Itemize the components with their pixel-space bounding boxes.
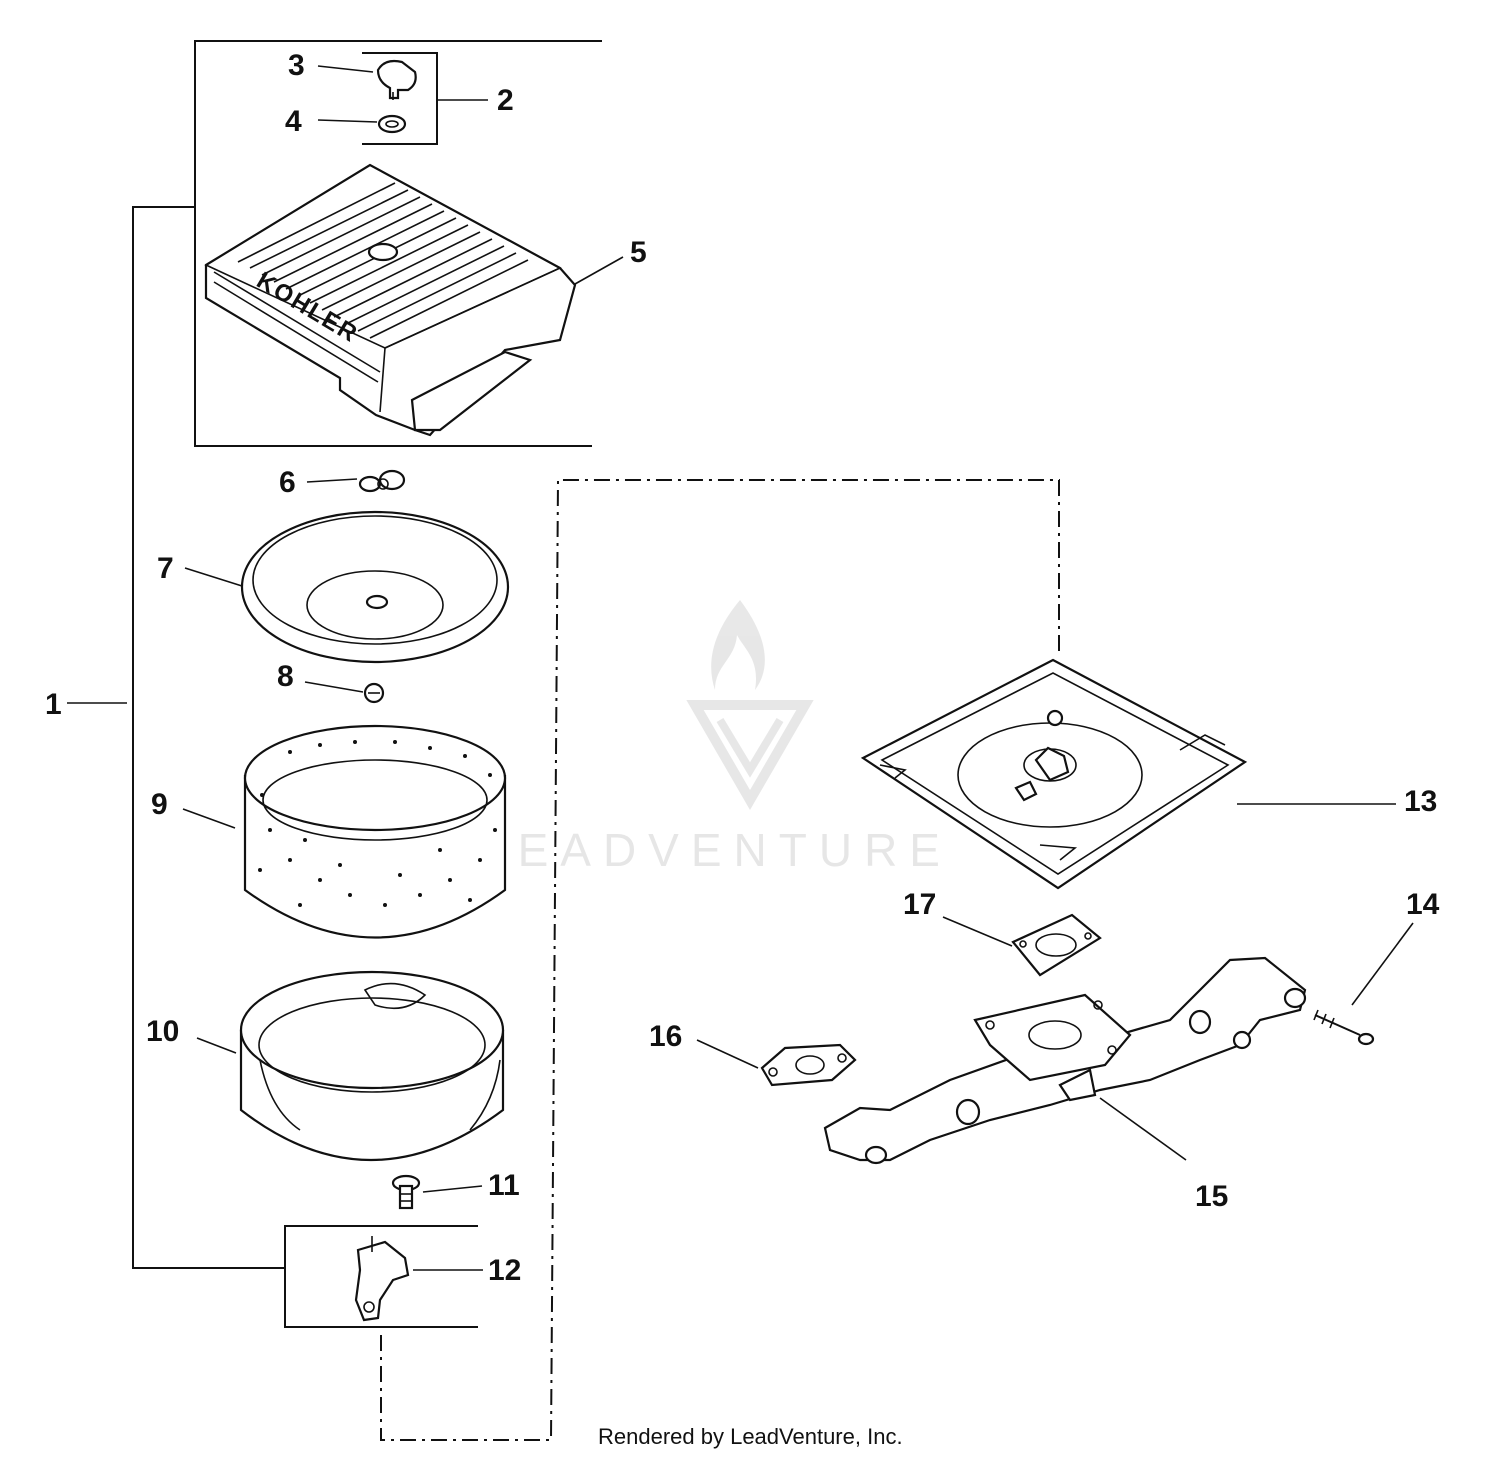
part-13-base-plate	[860, 658, 1248, 890]
callout-10: 10	[146, 1015, 179, 1048]
part-4-washer	[377, 114, 407, 134]
part-8-nut	[363, 682, 385, 704]
part-17-gasket	[1011, 913, 1102, 977]
precleaner-texture	[258, 740, 497, 907]
callout-15: 15	[1195, 1180, 1228, 1213]
callout-7: 7	[157, 552, 174, 585]
cover-ribs	[237, 182, 529, 339]
assembly-bracket-lines	[132, 40, 602, 1328]
callout-17: 17	[903, 888, 936, 921]
part-14-screw	[1313, 1009, 1375, 1046]
callout-9: 9	[151, 788, 168, 821]
callout-1: 1	[45, 688, 62, 721]
callout-8: 8	[277, 660, 294, 693]
part-16-gasket	[760, 1043, 857, 1087]
part-9-precleaner	[243, 724, 507, 939]
part-6-wing-nut	[358, 469, 406, 493]
callout-numbers: 1 2 3 4 5 6 7 8 9 10 11 12 13 14 15 16 1…	[45, 49, 1440, 1287]
part-5-cover: KOHLER	[204, 163, 577, 437]
cover-knob	[367, 242, 399, 262]
leader-lines	[67, 65, 1414, 1271]
callout-2: 2	[497, 84, 514, 117]
callout-12: 12	[488, 1254, 521, 1287]
callout-3: 3	[288, 49, 305, 82]
leadventure-watermark-logo	[686, 600, 814, 810]
callout-6: 6	[279, 466, 296, 499]
watermark-text: LEADVENTURE	[480, 824, 952, 876]
part-7-dish-cover	[240, 510, 510, 664]
part-10-air-filter-element	[239, 970, 505, 1162]
part-3-elbow-fitting	[376, 59, 417, 100]
callout-11: 11	[488, 1169, 520, 1202]
callout-13: 13	[1404, 785, 1437, 818]
callout-5: 5	[630, 236, 647, 269]
callout-16: 16	[649, 1020, 682, 1053]
callout-14: 14	[1406, 888, 1440, 921]
dash-dot-routing-line	[380, 479, 1060, 1441]
part-15-intake-manifold	[823, 956, 1307, 1165]
part-12-bracket	[354, 1236, 410, 1322]
callout-4: 4	[285, 105, 302, 138]
part-11-bolt	[391, 1174, 421, 1210]
render-credit: Rendered by LeadVenture, Inc.	[598, 1424, 903, 1449]
